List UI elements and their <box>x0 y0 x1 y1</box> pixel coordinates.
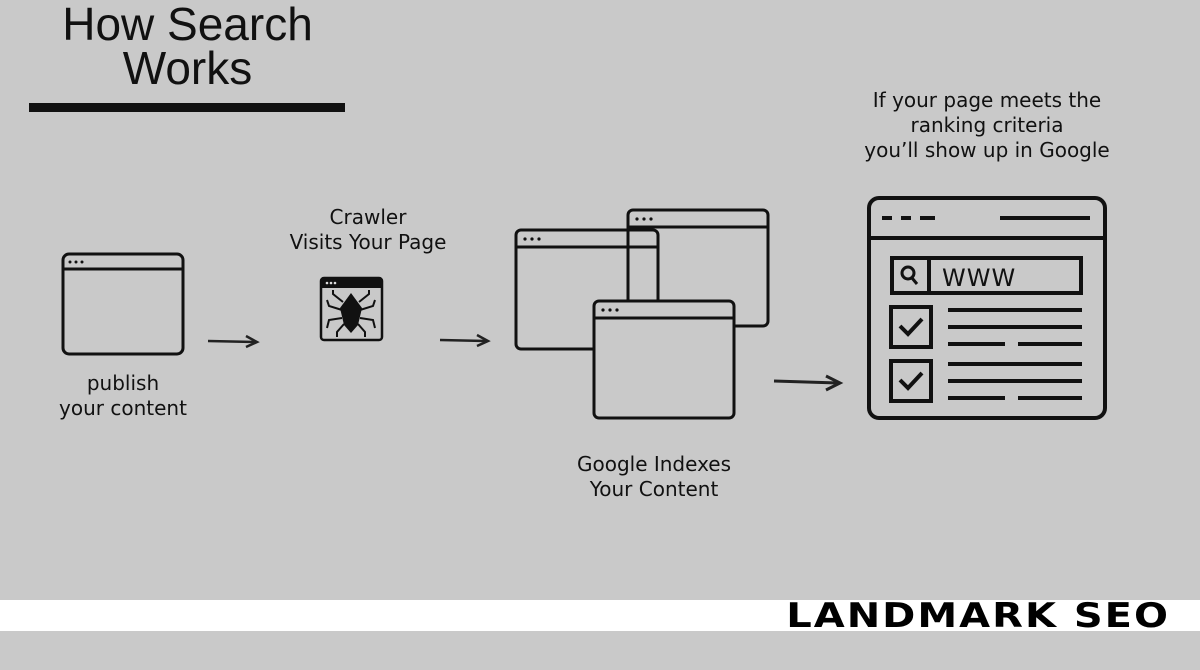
browser-window-icon <box>61 252 185 356</box>
arrow-icon <box>439 333 491 348</box>
page-title: How Search Works <box>30 0 345 94</box>
step-result-line1: If your page meets the <box>872 88 1102 112</box>
step-publish-label: publish your content <box>33 371 213 421</box>
step-result-line3: you’ll show up in Google <box>864 138 1110 162</box>
footer-band <box>0 600 1200 631</box>
step-crawler-line1: Crawler <box>329 205 407 229</box>
step-crawler-line2: Visits Your Page <box>289 230 447 254</box>
step-result-line2: ranking criteria <box>910 113 1064 137</box>
search-results-icon <box>867 196 1107 420</box>
arrow-icon <box>207 334 260 349</box>
title-underline <box>29 103 345 112</box>
page-title-line2: Works <box>122 42 253 94</box>
step-publish-line1: publish <box>86 371 160 395</box>
step-result-label: If your page meets the ranking criteria … <box>837 88 1137 163</box>
page-title-line1: How Search <box>62 0 313 50</box>
brand-logo: LANDMARK SEO <box>786 596 1170 636</box>
stacked-windows-icon <box>514 208 770 420</box>
step-index-label: Google Indexes Your Content <box>554 452 754 502</box>
step-index-line1: Google Indexes <box>576 452 732 476</box>
step-index-line2: Your Content <box>589 477 719 501</box>
search-box-text: WWW <box>942 264 1016 292</box>
window-dots <box>523 217 653 312</box>
arrow-icon <box>773 374 844 392</box>
step-publish-line2: your content <box>59 396 187 420</box>
spider-bot-icon <box>319 276 384 342</box>
step-crawler-label: Crawler Visits Your Page <box>268 205 468 255</box>
